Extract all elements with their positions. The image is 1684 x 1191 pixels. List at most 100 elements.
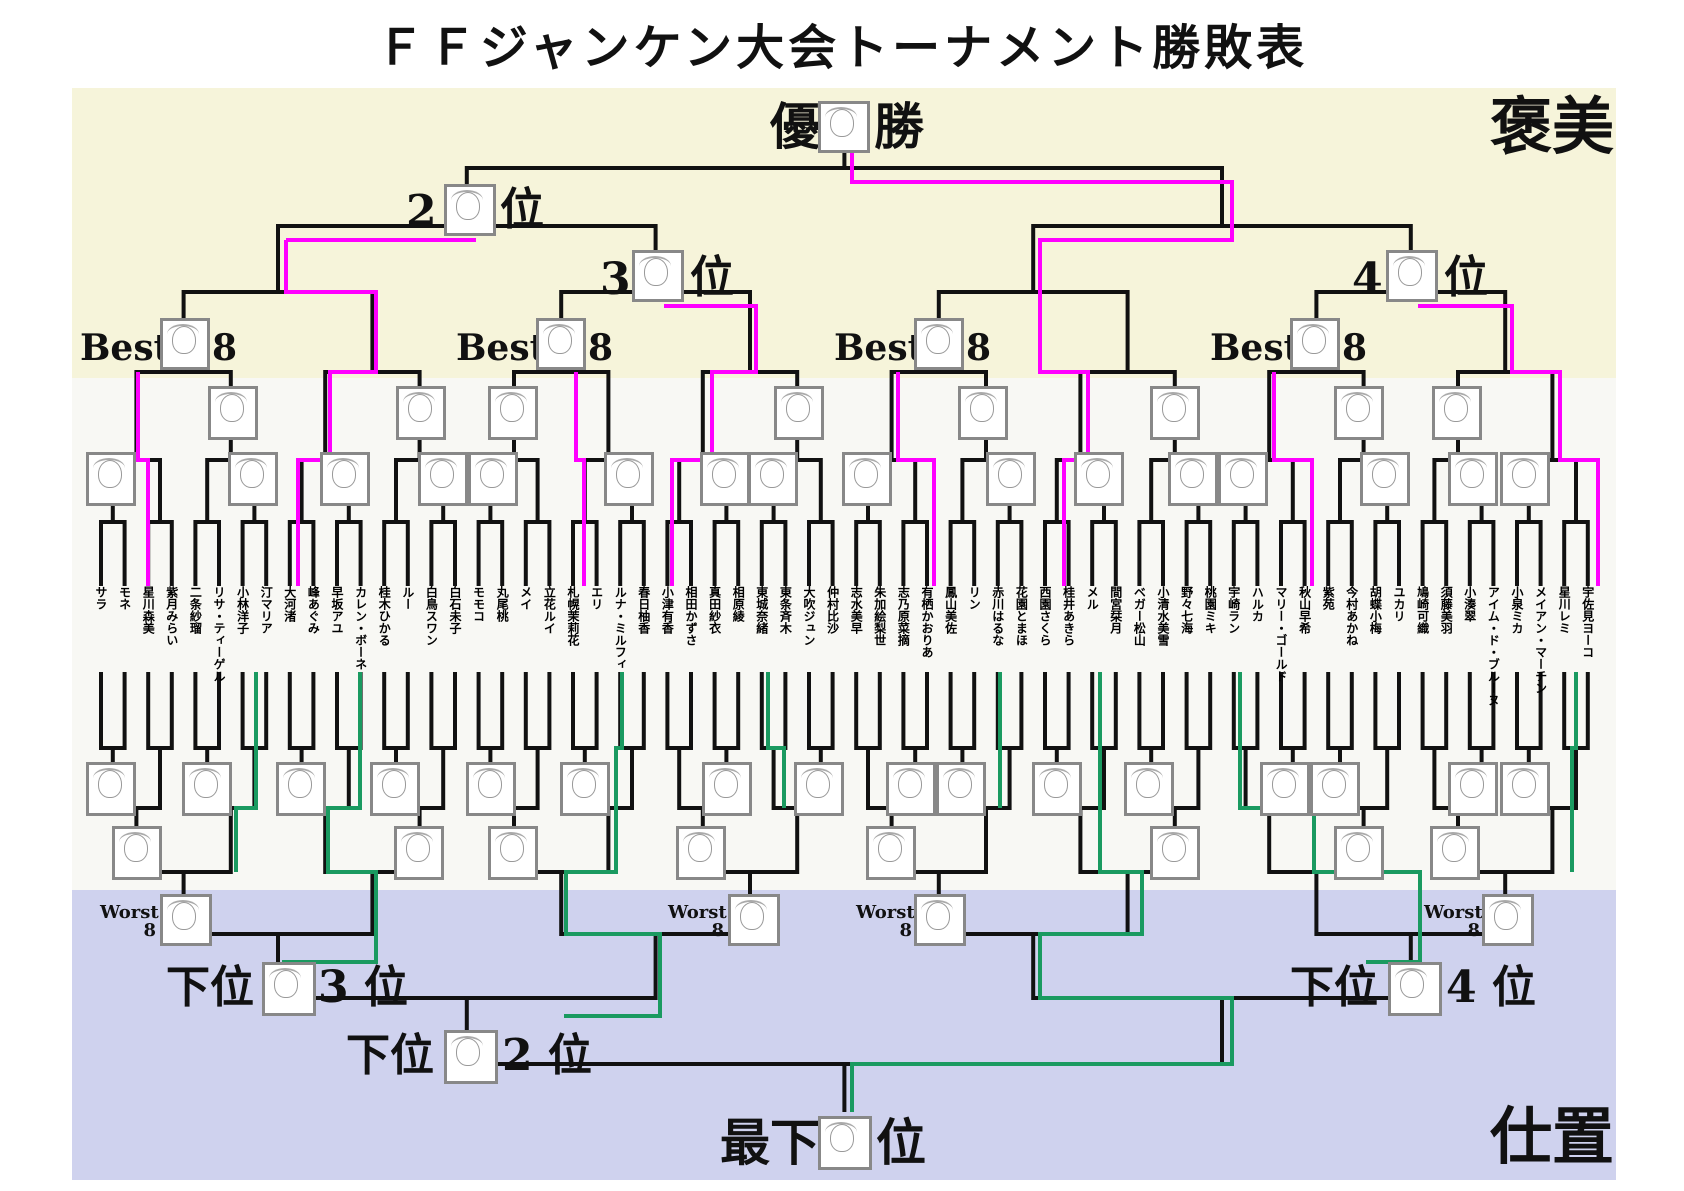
- contestant-portrait: [1430, 826, 1480, 880]
- winner-path: [664, 304, 758, 586]
- contestant-name: 朱加絵梨世: [872, 586, 887, 646]
- bracket-line: [936, 872, 1130, 936]
- best8-label-2: Best: [456, 327, 547, 369]
- third-place-label: 位: [690, 252, 734, 303]
- best8-label-4: Best: [1210, 327, 1301, 369]
- bracket-line: [1515, 520, 1543, 586]
- bracket-line: [146, 672, 174, 750]
- contestant-name: 東条斉木: [778, 586, 793, 634]
- loser-path: [282, 672, 378, 964]
- contestant-name: 仲村比沙: [825, 586, 840, 634]
- contestant-name: 二条紗瑠: [188, 586, 203, 634]
- contestant-portrait: [1032, 762, 1082, 816]
- contestant-names: サラモネ星川森美紫月みらい二条紗瑠リサ・ティーゲル小林洋子汀マリア大河渚峰あぐみ…: [0, 586, 1684, 706]
- bracket-line: [1279, 672, 1307, 750]
- contestant-name: ルナ・ミルフィ: [613, 586, 628, 670]
- contestant-name: リン: [967, 586, 982, 610]
- winner-path: [136, 372, 150, 586]
- contestant-name: 立花ルイ: [542, 586, 557, 634]
- lower-fourth-label: 下位: [1290, 962, 1378, 1013]
- bracket-line: [429, 672, 457, 750]
- winner-path: [574, 372, 586, 586]
- contestant-name: モモコ: [471, 586, 486, 622]
- best8-portrait-1: [160, 318, 210, 370]
- best8-label-1: Best: [80, 327, 171, 369]
- bracket-line: [1373, 520, 1401, 586]
- punishment-label: 仕置: [1490, 1100, 1615, 1173]
- bracket-line: [1420, 520, 1449, 586]
- worst8-portrait-1: [160, 894, 212, 946]
- bracket-line: [948, 520, 977, 586]
- contestant-portrait: [488, 826, 538, 880]
- contestant-name: 峰あぐみ: [306, 586, 321, 634]
- bracket-line: [287, 520, 316, 586]
- contestant-name: 須藤美羽: [1439, 586, 1454, 634]
- lower-fourth-place: 4 位: [1446, 962, 1536, 1013]
- contestant-name: 鳩崎可織: [1415, 586, 1430, 634]
- contestant-name: リサ・ティーゲル: [212, 586, 226, 682]
- bracket-line: [571, 672, 599, 750]
- bracket-line: [523, 672, 552, 750]
- bracket-line: [1420, 672, 1449, 750]
- bracket-line: [99, 520, 127, 586]
- contestant-portrait: [468, 452, 518, 506]
- contestant-name: 小津有香: [660, 586, 675, 634]
- bracket-line: [948, 672, 977, 750]
- bracket-line: [335, 672, 363, 750]
- bracket-line: [759, 520, 788, 586]
- contestant-name: ハルカ: [1250, 586, 1265, 622]
- contestant-portrait: [886, 762, 936, 816]
- contestant-name: 紫月みらい: [164, 586, 179, 646]
- loser-path: [1570, 672, 1578, 872]
- contestant-portrait: [748, 452, 798, 506]
- bracket-line: [1043, 672, 1071, 750]
- bracket-line: [193, 672, 221, 750]
- contestant-name: ルー: [400, 586, 415, 610]
- contestant-portrait: [86, 452, 136, 506]
- bracket-line: [287, 672, 316, 750]
- contestant-name: 大吹ジュン: [802, 586, 816, 646]
- contestant-portrait: [560, 762, 610, 816]
- contestant-name: 桂木ひかる: [377, 586, 392, 646]
- bracket-line: [99, 672, 127, 750]
- contestant-name: 相田かずさ: [684, 586, 698, 646]
- contestant-name: 小清水美雪: [1156, 586, 1170, 646]
- bracket-line: [335, 520, 363, 586]
- bracket-line: [523, 520, 552, 586]
- contestant-name: 野々七海: [1179, 586, 1194, 634]
- contestant-name: 有栖かおりあ: [920, 586, 934, 658]
- bracket-line: [1184, 672, 1213, 750]
- contestant-name: 丸尾桃: [495, 586, 510, 622]
- contestant-name: 小泉ミカ: [1510, 586, 1524, 634]
- contestant-portrait: [1150, 826, 1200, 880]
- contestant-portrait: [488, 386, 538, 440]
- bracket-line: [382, 520, 410, 586]
- contestant-name: 真田紗衣: [707, 586, 722, 634]
- contestant-name: 宇佐見ヨーコ: [1580, 586, 1595, 658]
- second-place-label: 位: [500, 184, 544, 235]
- page-title: ＦＦジャンケン大会トーナメント勝敗表: [375, 20, 1309, 76]
- contestant-name: 大河渚: [282, 586, 297, 622]
- last-place-label: 最下: [720, 1113, 820, 1172]
- contestant-portrait: [1448, 762, 1498, 816]
- contestant-portrait: [86, 762, 136, 816]
- bracket-line: [618, 520, 646, 586]
- contestant-name: 今村あかね: [1344, 586, 1359, 646]
- contestant-name: メイアン・マーチン: [1533, 586, 1548, 694]
- contestant-portrait: [1124, 762, 1174, 816]
- bracket-line: [1326, 672, 1354, 750]
- contestant-name: 桃園ミキ: [1203, 586, 1218, 634]
- contestant-portrait: [208, 386, 258, 440]
- third-place-portrait: [632, 250, 684, 302]
- contestant-name: 志水美早: [849, 586, 864, 634]
- lower-second-place: 2 位: [502, 1030, 592, 1081]
- bracket-line: [901, 672, 929, 750]
- contestant-portrait: [394, 826, 444, 880]
- loser-path: [850, 672, 1234, 1112]
- champion-label-right: 勝: [874, 97, 924, 156]
- contestant-name: 西園さくら: [1038, 586, 1052, 646]
- contestant-portrait: [370, 762, 420, 816]
- contestant-name: 小湊翠: [1462, 586, 1477, 622]
